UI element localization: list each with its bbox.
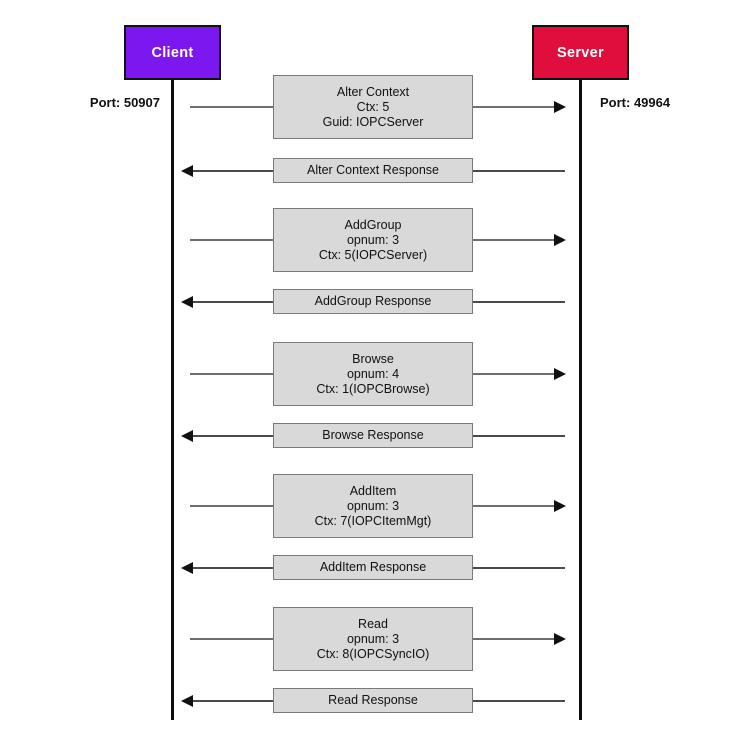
- arrowhead-right-icon: [554, 101, 566, 113]
- message-box: Read Response: [273, 688, 473, 713]
- message-text: Ctx: 1(IOPCBrowse): [316, 381, 430, 396]
- arrowhead-right-icon: [554, 234, 566, 246]
- arrowhead-right-icon: [554, 368, 566, 380]
- message-line: [473, 169, 565, 172]
- message-line: [473, 566, 565, 569]
- message-text: AddGroup Response: [314, 294, 432, 308]
- client-port-label: Port: 50907: [89, 95, 160, 110]
- message-box: AddItem Response: [273, 555, 473, 580]
- message-line: [473, 638, 555, 640]
- message-line: [193, 699, 273, 702]
- message-text: Browse: [352, 351, 394, 366]
- message-line: [473, 373, 555, 375]
- client-lifeline: [171, 80, 174, 720]
- server-label: Server: [557, 44, 604, 61]
- client-actor-box: Client: [124, 25, 221, 80]
- server-port-label: Port: 49964: [600, 95, 671, 110]
- client-label: Client: [151, 44, 194, 61]
- message-text: AddItem: [349, 483, 397, 498]
- message-text: Ctx: 8(IOPCSyncIO): [316, 646, 430, 661]
- message-box: Alter Context Response: [273, 158, 473, 183]
- message-line: [190, 505, 273, 507]
- message-line: [190, 373, 273, 375]
- message-text: Ctx: 7(IOPCItemMgt): [314, 513, 432, 528]
- message-line: [473, 434, 565, 437]
- message-line: [473, 239, 555, 241]
- message-line: [190, 106, 273, 108]
- message-text: opnum: 4: [346, 366, 400, 381]
- message-text: Browse Response: [322, 428, 424, 442]
- message-text: Guid: IOPCServer: [322, 114, 424, 129]
- message-text: AddGroup: [344, 217, 402, 232]
- message-line: [473, 505, 555, 507]
- message-text: Read Response: [328, 693, 418, 707]
- message-text: opnum: 3: [346, 631, 400, 646]
- message-text: Alter Context Response: [306, 163, 439, 177]
- message-line: [473, 300, 565, 303]
- message-text: Alter Context: [336, 84, 410, 99]
- message-text: Ctx: 5(IOPCServer): [318, 247, 428, 262]
- message-text: Ctx: 5: [356, 99, 390, 114]
- message-box: Browse Response: [273, 423, 473, 448]
- message-box: AddGroup Response: [273, 289, 473, 314]
- message-text: Read: [358, 616, 388, 631]
- message-line: [473, 106, 555, 108]
- arrowhead-right-icon: [554, 500, 566, 512]
- arrowhead-left-icon: [181, 429, 193, 442]
- server-lifeline: [579, 80, 582, 720]
- message-text: opnum: 3: [346, 498, 400, 513]
- message-line: [193, 300, 273, 303]
- message-line: [190, 638, 273, 640]
- arrowhead-left-icon: [181, 164, 193, 177]
- message-line: [193, 434, 273, 437]
- message-line: [193, 566, 273, 569]
- message-text: AddItem Response: [319, 560, 427, 574]
- message-text: opnum: 3: [346, 232, 400, 247]
- message-line: [473, 699, 565, 702]
- message-line: [193, 169, 273, 172]
- arrowhead-left-icon: [181, 561, 193, 574]
- arrowhead-right-icon: [554, 633, 566, 645]
- message-line: [190, 239, 273, 241]
- server-actor-box: Server: [532, 25, 629, 80]
- arrowhead-left-icon: [181, 694, 193, 707]
- arrowhead-left-icon: [181, 295, 193, 308]
